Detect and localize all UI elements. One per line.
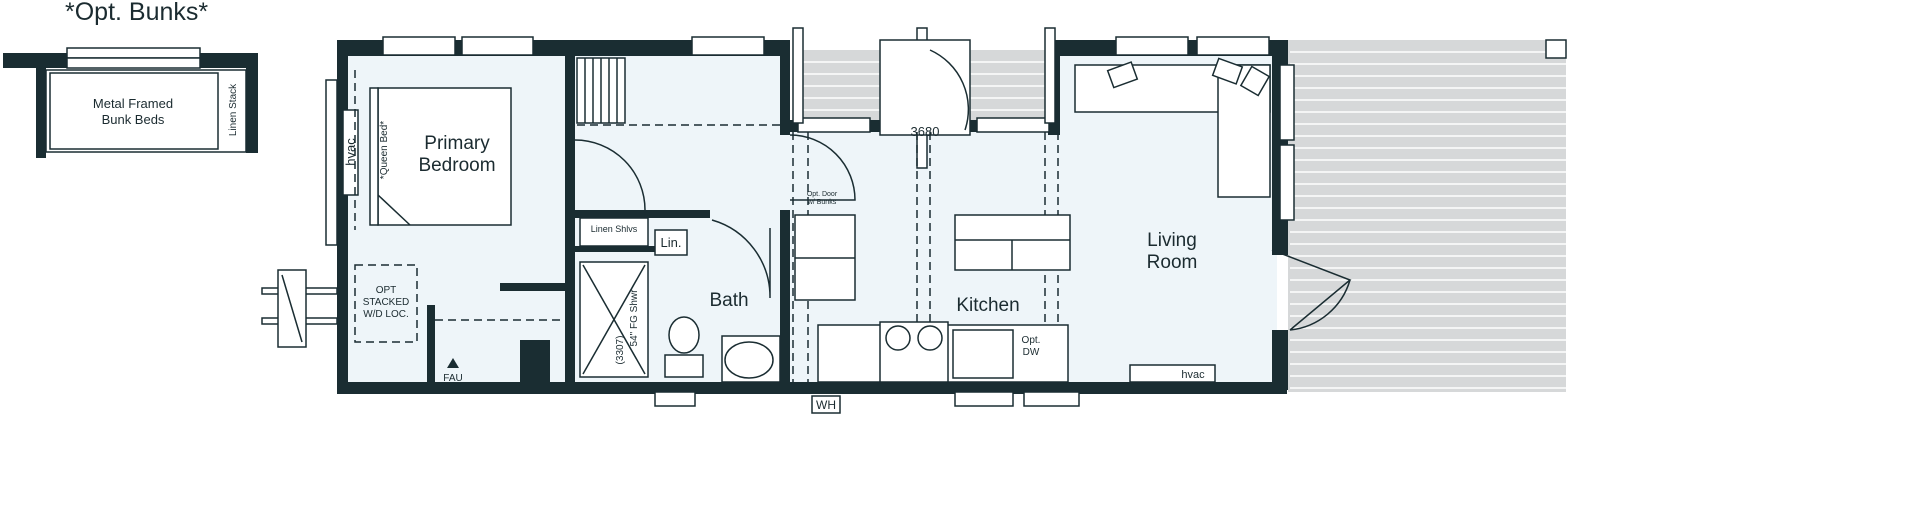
- svg-text:Opt. Door: Opt. Door: [807, 191, 838, 198]
- svg-text:Linen Stack: Linen Stack: [228, 83, 239, 136]
- room-kitchen: Kitchen: [956, 295, 1019, 316]
- sink: [952, 329, 1014, 379]
- bath-fixtures: [579, 217, 781, 383]
- svg-text:Opt.: Opt.: [1022, 335, 1041, 346]
- svg-text:Bunk Beds: Bunk Beds: [102, 112, 165, 127]
- room-living: Living: [1147, 230, 1197, 251]
- bunk-option: Metal Framed Bunk Beds Linen Stack: [3, 47, 258, 158]
- svg-text:(3307): (3307): [615, 336, 626, 365]
- linen-closet: [654, 229, 688, 256]
- svg-text:3680: 3680: [911, 124, 940, 139]
- svg-text:54" FG Shwr: 54" FG Shwr: [629, 289, 640, 347]
- svg-text:*Queen Bed*: *Queen Bed*: [379, 121, 390, 179]
- rear-deck: [1288, 40, 1566, 392]
- stairs: [576, 57, 780, 126]
- svg-text:Metal Framed: Metal Framed: [93, 96, 173, 111]
- svg-text:w/ Bunks: w/ Bunks: [807, 199, 837, 206]
- stacked-wd-location: [354, 264, 418, 343]
- svg-text:STACKED: STACKED: [363, 297, 410, 308]
- range: [879, 321, 949, 383]
- svg-text:hvac: hvac: [1181, 369, 1205, 381]
- room-primary-bedroom: Primary: [424, 133, 490, 154]
- water-heater: [811, 395, 841, 414]
- svg-text:hvac: hvac: [343, 138, 358, 166]
- fau-marker: [447, 358, 459, 368]
- svg-text:OPT: OPT: [376, 285, 397, 296]
- kitchen-fixtures: [794, 214, 1071, 383]
- linen-shelves: [579, 217, 649, 247]
- opt-bunks-title: *Opt. Bunks*: [65, 0, 208, 26]
- bunk-beds: [49, 72, 219, 150]
- svg-text:WH: WH: [816, 398, 836, 412]
- svg-text:Lin.: Lin.: [661, 235, 682, 250]
- exterior-hvac: [261, 269, 338, 348]
- svg-text:DW: DW: [1023, 347, 1040, 358]
- hvac-living: [1129, 364, 1216, 383]
- svg-text:W/D LOC.: W/D LOC.: [363, 309, 409, 320]
- svg-text:Linen Shlvs: Linen Shlvs: [591, 224, 638, 234]
- hvac-unit: [342, 109, 359, 196]
- queen-bed: [342, 70, 512, 230]
- sectional-sofa: [1074, 57, 1271, 383]
- svg-text:Room: Room: [1147, 252, 1198, 273]
- svg-text:Bedroom: Bedroom: [418, 155, 495, 176]
- svg-text:FAU: FAU: [443, 373, 462, 384]
- toilet: [668, 316, 700, 354]
- room-bath: Bath: [709, 290, 748, 311]
